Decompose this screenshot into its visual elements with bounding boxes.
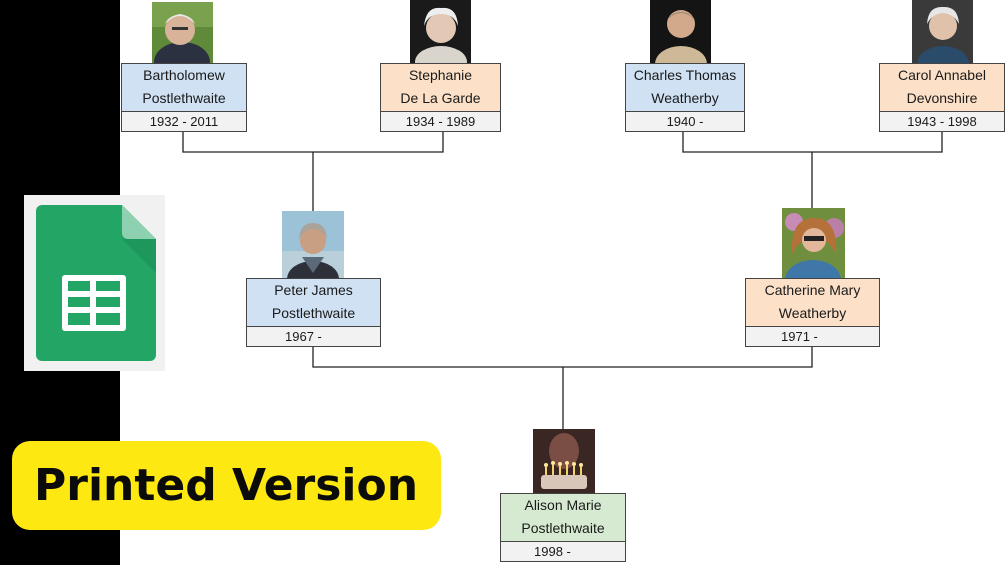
grandparent-1-first: Bartholomew	[143, 67, 225, 83]
grandparent-3-first: Charles Thomas	[633, 67, 737, 83]
photo-parent-1	[282, 211, 344, 278]
child-years: 1998 -	[500, 541, 626, 562]
photo-child	[533, 429, 595, 493]
photo-grandparent-1	[152, 2, 213, 63]
card-child-name: Alison Marie Postlethwaite	[500, 493, 626, 541]
google-sheets-logo	[24, 195, 165, 371]
child-first: Alison Marie	[524, 497, 602, 513]
grandparent-4-last: Devonshire	[906, 90, 978, 106]
parent-2-last: Weatherby	[778, 305, 847, 321]
connector-gp-left	[182, 131, 444, 153]
grandparent-4-first: Carol Annabel	[898, 67, 986, 83]
card-grandparent-4-name: Carol Annabel Devonshire	[879, 63, 1005, 111]
grandparent-2-years: 1934 - 1989	[380, 111, 501, 132]
grandparent-3-years: 1940 -	[625, 111, 745, 132]
card-parent-1-name: Peter James Postlethwaite	[246, 278, 381, 326]
parent-1-years: 1967 -	[246, 326, 381, 347]
grandparent-4-years: 1943 - 1998	[879, 111, 1005, 132]
grandparent-2-last: De La Garde	[400, 90, 481, 106]
photo-grandparent-4	[912, 0, 973, 63]
grandparent-2-first: Stephanie	[408, 67, 473, 83]
card-grandparent-3-name: Charles Thomas Weatherby	[625, 63, 745, 111]
card-grandparent-1-name: Bartholomew Postlethwaite	[121, 63, 247, 111]
card-parent-2-name: Catherine Mary Weatherby	[745, 278, 880, 326]
parent-2-years: 1971 -	[745, 326, 880, 347]
card-grandparent-2-name: Stephanie De La Garde	[380, 63, 501, 111]
parent-1-last: Postlethwaite	[271, 305, 356, 321]
photo-grandparent-3	[650, 0, 711, 63]
photo-grandparent-2	[410, 0, 471, 63]
grandparent-3-last: Weatherby	[651, 90, 719, 106]
grandparent-1-last: Postlethwaite	[142, 90, 226, 106]
photo-parent-2	[782, 208, 845, 278]
child-last: Postlethwaite	[521, 520, 605, 536]
printed-version-banner: Printed Version	[12, 441, 441, 530]
connector-gp-right	[682, 131, 943, 153]
google-sheets-icon	[36, 205, 156, 361]
parent-2-first: Catherine Mary	[764, 282, 861, 298]
connector-parents	[312, 346, 813, 368]
parent-1-first: Peter James	[274, 282, 353, 298]
grandparent-1-years: 1932 - 2011	[121, 111, 247, 132]
